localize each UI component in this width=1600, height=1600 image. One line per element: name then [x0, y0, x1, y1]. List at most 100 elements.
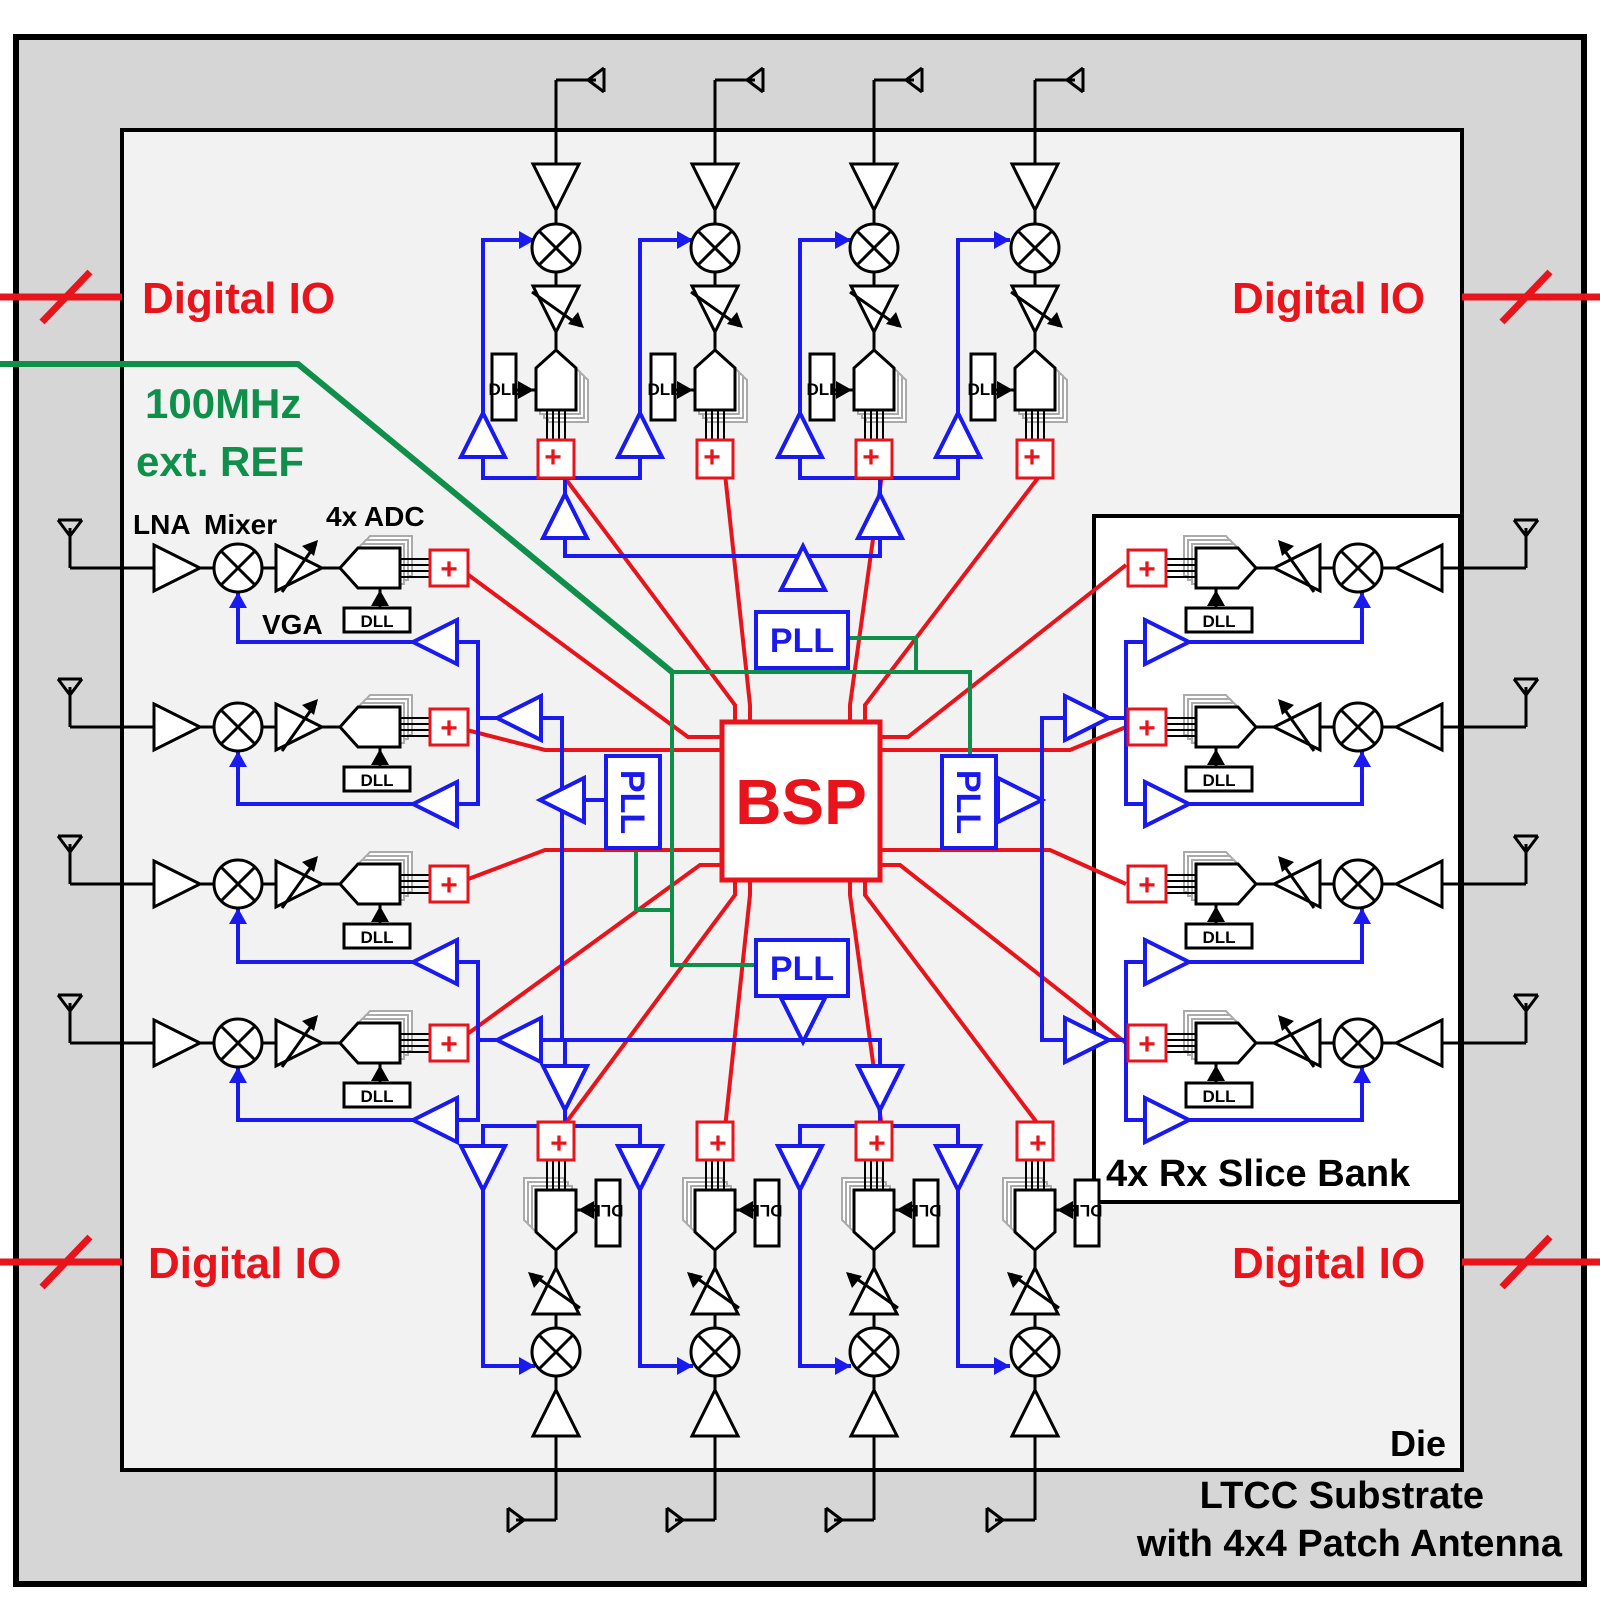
clock-buffer-icon	[614, 408, 666, 459]
adc-icon	[337, 862, 402, 906]
antenna-icon	[666, 1506, 686, 1534]
dll-label: DLL	[1202, 612, 1235, 631]
clock-buffer-icon	[539, 489, 591, 540]
arrow-head	[994, 1357, 1010, 1375]
digital-line	[723, 880, 752, 1129]
combiner-label: +	[440, 869, 458, 902]
ref-to-pll-bottom	[670, 672, 760, 967]
lna-icon	[848, 1386, 900, 1438]
clock-line	[455, 1040, 480, 1122]
combiner-label: +	[1138, 553, 1156, 586]
digital-io-bus-br	[1462, 1234, 1600, 1290]
combiner-box	[854, 438, 894, 480]
clock-line	[540, 716, 564, 800]
adc-icon	[1194, 1021, 1259, 1065]
arrow-head	[1207, 1065, 1225, 1081]
clock-line	[236, 908, 415, 964]
arrow-head	[371, 906, 389, 922]
arrow-head	[1057, 1201, 1073, 1219]
antenna-icon	[1512, 519, 1540, 539]
clock-buffer-icon	[614, 1144, 666, 1195]
antenna-icon	[1512, 994, 1540, 1014]
dll-label: DLL	[1202, 771, 1235, 790]
rx-bank-label: 4x Rx Slice Bank	[1106, 1153, 1411, 1195]
lna-icon	[689, 1386, 741, 1438]
digital-io-label-br: Digital IO	[1232, 1239, 1425, 1288]
arrow-head	[371, 590, 389, 606]
digital-line	[863, 880, 1043, 1130]
combiner-box	[1126, 1023, 1168, 1063]
dll-label: DLL	[590, 1201, 623, 1220]
vga-arrow	[1047, 312, 1063, 328]
arrow-head	[1353, 908, 1371, 924]
lna-icon	[1392, 701, 1444, 753]
combiner-label: +	[709, 1126, 727, 1159]
clock-line	[481, 455, 567, 497]
clock-line	[236, 592, 415, 644]
combiner-box	[695, 438, 735, 480]
bsp-block	[719, 719, 883, 883]
adc-icon	[337, 546, 402, 590]
vga-arrow	[528, 1272, 544, 1288]
combiner-label: +	[1138, 712, 1156, 745]
combiner-box	[1126, 548, 1168, 588]
arrow-head	[371, 749, 389, 765]
dll-box	[342, 922, 412, 950]
digital-line	[723, 473, 752, 720]
adc-icon	[337, 705, 402, 749]
vga-arrow	[886, 312, 902, 328]
ref-to-pll-top	[850, 636, 918, 672]
combiner-label: +	[862, 441, 880, 474]
digital-line	[453, 863, 720, 1045]
vga-arrow	[302, 699, 318, 715]
slice-bottom-2: DLL +	[824, 1120, 942, 1534]
arrow-head	[835, 231, 851, 249]
arrow-head	[1207, 749, 1225, 765]
combiner-box	[428, 707, 470, 747]
antenna-icon	[744, 66, 764, 94]
slice-left-3: DLL+	[56, 993, 470, 1109]
digital-line	[880, 725, 1127, 752]
digital-io-bus-tl	[0, 269, 122, 325]
clock-line	[455, 640, 498, 720]
lna-icon	[152, 701, 204, 753]
lna-icon	[1009, 1386, 1061, 1438]
dll-box	[594, 1178, 622, 1248]
arrow-head	[677, 1357, 693, 1375]
lna-icon	[152, 1017, 204, 1069]
dll-label: DLL	[1069, 1201, 1102, 1220]
vga-arrow	[1278, 699, 1294, 715]
combiner-label: +	[440, 712, 458, 745]
clock-buffer-icon	[457, 408, 509, 459]
adc-icon	[337, 1021, 402, 1065]
antenna-icon	[56, 994, 84, 1014]
substrate-label-line1: LTCC Substrate	[1200, 1475, 1484, 1517]
clock-line	[1108, 640, 1146, 720]
vga-arrow	[1278, 540, 1294, 556]
digital-io-bus-bl	[0, 1234, 122, 1290]
digital-io-label-bl: Digital IO	[148, 1239, 341, 1288]
dll-label: DLL	[908, 1201, 941, 1220]
digital-line	[560, 880, 737, 1130]
pll-left-label: PLL	[613, 770, 651, 834]
dll-label: DLL	[967, 380, 1000, 399]
pll-top	[754, 610, 850, 670]
bsp-label: BSP	[735, 766, 867, 838]
combiner-box	[1126, 707, 1168, 747]
clock-line	[563, 1038, 803, 1068]
combiner-label: +	[868, 1126, 886, 1159]
clock-buffer-icon	[408, 616, 459, 668]
vga-arrow	[302, 856, 318, 872]
slice-top-2: DLL+	[806, 66, 924, 480]
clock-line	[565, 1124, 642, 1148]
digital-line	[848, 473, 884, 720]
arrow-head	[677, 231, 693, 249]
clock-line	[1124, 1040, 1146, 1122]
slice-bottom-0: DLL+	[506, 1120, 624, 1534]
vga-arrow	[302, 1015, 318, 1031]
clock-buffer-icon	[408, 778, 459, 830]
combiner-box	[1126, 864, 1168, 904]
adc-icon	[1194, 862, 1259, 906]
dll-label: DLL	[749, 1201, 782, 1220]
clock-buffer-icon	[777, 541, 829, 592]
